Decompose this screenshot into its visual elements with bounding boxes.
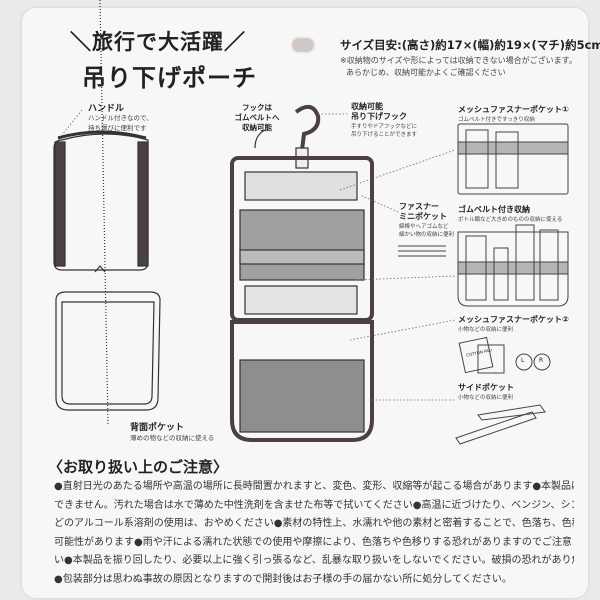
hook-note-2: ゴムベルトへ	[234, 113, 280, 122]
back-pocket-label: 背面ポケット	[130, 423, 185, 433]
hook-note-3: 収納可能	[242, 123, 272, 132]
hanging-bag-drawing	[230, 104, 374, 442]
caution-line: ●包装部分は思わぬ事故の原因となりますので開封後はお子様の手の届かない所に処分し…	[54, 573, 512, 585]
size-note-2: あらかじめ、収納可能かよくご確認ください	[346, 68, 506, 77]
leader-lines	[61, 109, 456, 401]
handle-desc-1: ハンドル付きなので、	[88, 114, 153, 122]
title-tagline: ＼旅行で大活躍／	[70, 30, 246, 54]
caution-text: ●直射日光のあたる場所や高温の場所に長時間置かれますと、変色、変形、収縮等が起こ…	[54, 478, 574, 590]
hook-label-1: 収納可能	[351, 102, 383, 111]
hook-note: フックは ゴムベルトへ 収納可能	[234, 103, 280, 133]
mesh-pocket-1-desc: ゴムベルト付きですっきり収納	[458, 117, 535, 123]
caution-line: できません。汚れた場合は水で薄めた中性洗剤を含ませた布等で拭いてください●高温に…	[54, 499, 574, 511]
closed-bag-drawing	[53, 130, 149, 273]
mini-pocket-label-1: ファスナー	[399, 202, 439, 211]
mesh-pocket-1-label: メッシュファスナーポケット①	[458, 105, 569, 114]
mini-pocket-desc-1: 綿棒やヘアゴムなど	[399, 224, 449, 230]
caution-line: い●本製品を振り回したり、必要以上に強く引っ張るなど、乱暴な取り扱いをしないでく…	[54, 555, 574, 567]
product-title: 吊り下げポーチ	[82, 64, 257, 92]
belt-label: ゴムベルト付き収納	[458, 205, 530, 214]
belt-desc: ボトル類など大きめのものの収納に使える	[458, 217, 563, 223]
caution-line: どのアルコール系溶剤の使用は、おやめください●素材の特性上、水濡れや他の素材と密…	[54, 518, 574, 530]
hang-hole	[290, 36, 316, 54]
back-pocket-desc: 薄めの物などの収納に使える	[130, 434, 215, 442]
mesh-pocket-2-desc: 小物などの収納に便利	[458, 327, 514, 333]
size-text: サイズ目安:(高さ)約17×(幅)約19×(マチ)約5cm	[340, 38, 600, 52]
hook-label-2: 吊り下げフック	[351, 112, 407, 121]
mini-pocket-label: ファスナー ミニポケット	[399, 202, 447, 222]
lens-r: R	[539, 357, 544, 364]
handle-label: ハンドル	[88, 104, 125, 114]
side-pocket-label: サイドポケット	[458, 383, 514, 392]
handle-desc-2: 持ち運びに便利です	[88, 124, 147, 132]
hook-desc: 手すりやドアフックなどに 吊り下げることができます	[351, 123, 417, 139]
hook-label: 収納可能 吊り下げフック	[351, 102, 407, 122]
hook-note-1: フックは	[242, 103, 272, 112]
caution-heading: 〈お取り扱い上のご注意〉	[48, 458, 229, 476]
mesh-pocket-2-label: メッシュファスナーポケット②	[458, 315, 569, 324]
mini-pocket-desc-2: 細かい物の収納に便利	[399, 232, 455, 238]
caution-line: 可能性があります●雨や汗による濡れた状態での使用や摩擦により、色落ちや色移りする…	[54, 536, 574, 548]
mini-pocket-label-2: ミニポケット	[399, 212, 447, 221]
back-bag-drawing	[55, 0, 161, 425]
hook-desc-1: 手すりやドアフックなどに	[351, 124, 418, 130]
size-note-1: ※収納物のサイズや形によっては収納できない場合がございます。	[340, 56, 577, 65]
side-pocket-desc: 小物などの収納に便利	[458, 395, 514, 401]
hook-desc-2: 吊り下げることができます	[351, 132, 418, 138]
lens-l: L	[521, 357, 525, 364]
item-illustrations	[398, 123, 569, 445]
caution-line: ●直射日光のあたる場所や高温の場所に長時間置かれますと、変色、変形、収縮等が起こ…	[54, 481, 574, 492]
mini-pocket-desc: 綿棒やヘアゴムなど 細かい物の収納に便利	[399, 223, 454, 239]
